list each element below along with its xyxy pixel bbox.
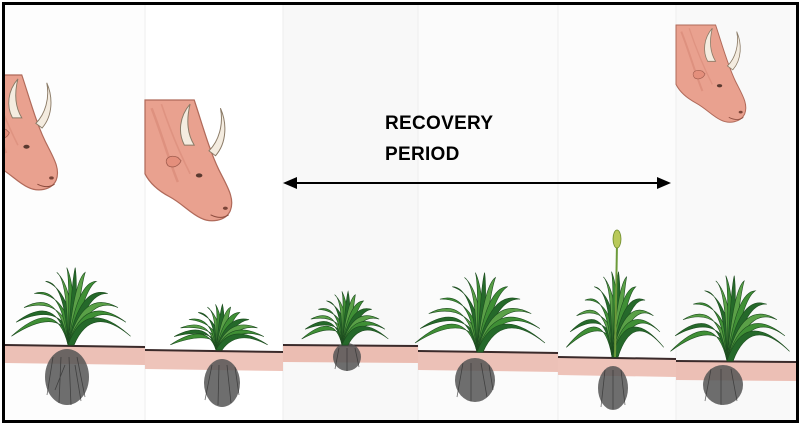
recovery-period-label: RECOVERY PERIOD — [385, 108, 493, 170]
recovery-label-line-2: PERIOD — [385, 139, 493, 170]
illustration-canvas — [5, 5, 796, 420]
recovery-label-line-1: RECOVERY — [385, 108, 493, 139]
diagram-frame: RECOVERY PERIOD — [2, 2, 799, 423]
